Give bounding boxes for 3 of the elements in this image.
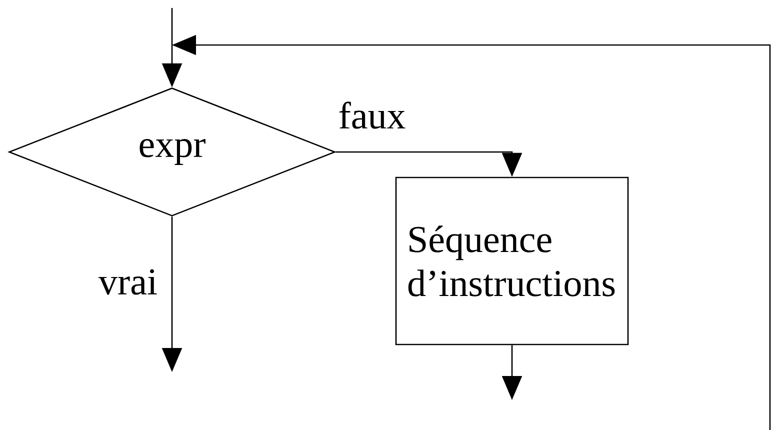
process-box: Séquence d’instructions [395, 176, 629, 346]
edge-label: faux [339, 102, 406, 129]
edge-label: vrai [98, 269, 157, 295]
